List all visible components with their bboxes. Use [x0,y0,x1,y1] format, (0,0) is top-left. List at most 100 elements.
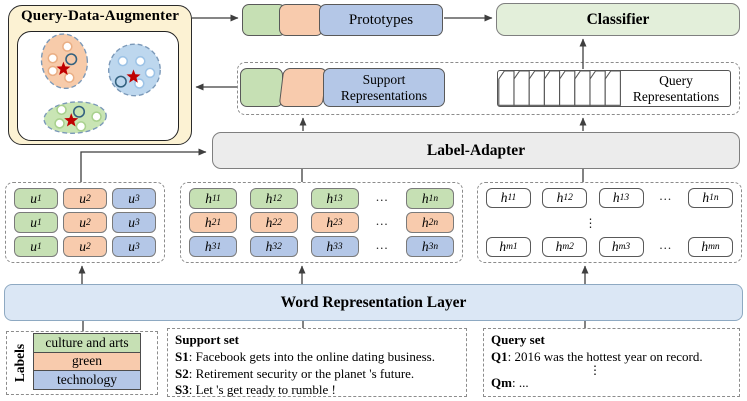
augmented-sample-blue [114,75,127,88]
labels-vertical-title: Labels [12,343,28,383]
vertical-ellipsis: ⋮ [584,215,597,230]
query-slat [543,70,561,106]
support-set-title: Support set [175,332,239,347]
classifier-box: Classifier [496,3,740,36]
support-sentence-2: S2: Retirement security or the planet 's… [175,365,415,381]
support-rep-segment-green [240,68,283,107]
prototypes-box: Prototypes [242,4,443,36]
cluster-panel [17,31,179,141]
query-slat [559,70,576,106]
ellipsis: ... [375,212,389,228]
green-cluster [43,101,107,134]
word-representation-layer-box: Word Representation Layer [4,284,743,321]
query-slat [498,70,515,106]
prototype-segment-blue [319,4,443,36]
query-set-box: Query set Q1: 2016 was the hottest year … [483,328,740,397]
label-adapter-box: Label-Adapter [212,132,740,169]
representations-container [237,62,740,115]
labels-box: Labels culture and arts green technology [6,331,158,395]
query-representations-label: Query Representations [632,72,720,104]
support-rep-segment-blue [323,68,445,107]
ellipsis: ... [375,188,389,204]
blue-cluster [108,43,161,97]
query-sentence-m: Qm: ... [491,374,529,390]
prototype-segment-green [242,4,286,36]
ellipsis: ... [375,236,389,252]
support-representations-label: Support Representations [340,71,428,103]
query-data-augmenter-title: Query-Data-Augmenter [20,8,180,24]
ellipsis: ... [659,188,673,203]
label-item-technology: technology [33,370,141,391]
augmented-sample-green [72,105,86,118]
support-representations-box: Support Representations [240,68,445,107]
support-set-box: Support set S1: Facebook gets into the o… [167,328,467,397]
query-slat [604,70,621,106]
query-slats-icon [498,70,621,106]
support-rep-segment-orange [278,68,328,107]
ellipsis: ... [659,237,673,252]
prototype-segment-orange [279,4,323,36]
augmented-sample-orange [65,53,78,66]
query-representations-box: Query Representations [497,70,731,107]
query-set-ellipsis: ⋮ [589,362,601,377]
classifier-label: Classifier [586,10,650,28]
query-set-title: Query set [491,332,545,347]
label-adapter-label: Label-Adapter [426,141,526,159]
orange-cluster [40,33,89,90]
clusters-illustration [40,33,161,134]
word-representation-layer-label: Word Representation Layer [280,293,467,311]
query-slat [528,70,545,106]
query-slat [589,70,606,106]
query-slat [513,70,530,106]
label-item-green: green [33,351,141,372]
label-item-culture-and-arts: culture and arts [33,332,141,353]
labels-stack: culture and arts green technology [33,332,141,391]
arrow-utokens-to-adapter [80,148,207,182]
prototypes-label: Prototypes [348,11,414,28]
support-sentence-3: S3: Let 's get ready to rumble ! [175,382,336,398]
query-slat [574,70,591,106]
support-sentence-1: S1: Facebook gets into the online dating… [175,348,435,364]
